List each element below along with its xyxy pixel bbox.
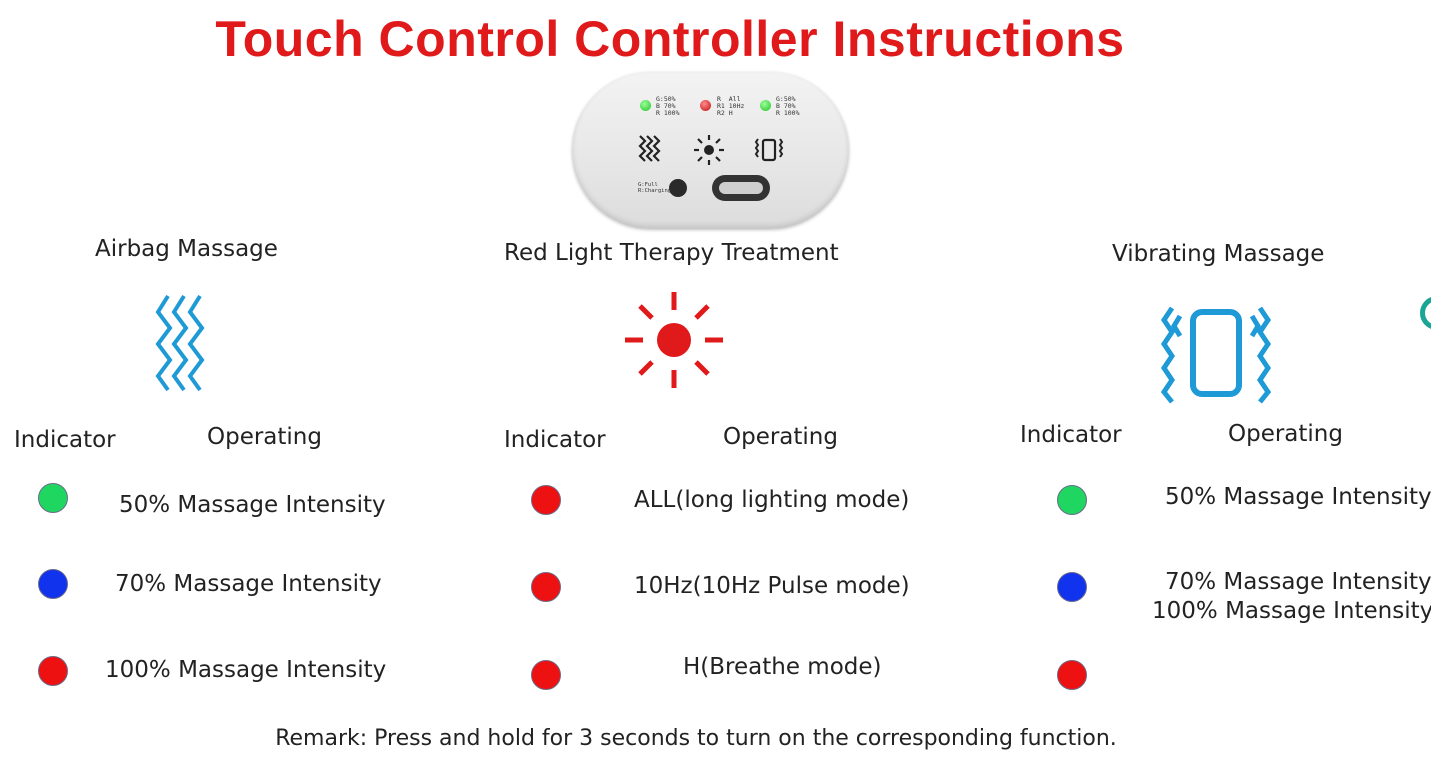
section-title-red-light: Red Light Therapy Treatment <box>504 240 839 266</box>
indicator-dot-red <box>531 572 561 602</box>
red-light-row-3: H(Breathe mode) <box>683 654 882 680</box>
vibrating-phone-icon <box>1160 306 1272 404</box>
sun-icon[interactable] <box>693 134 725 166</box>
indicator-header-airbag: Indicator <box>14 427 116 453</box>
partial-circle-icon <box>1420 296 1431 330</box>
operating-header-vibrating: Operating <box>1228 421 1343 447</box>
airbag-row-3: 100% Massage Intensity <box>105 657 387 683</box>
controller-label-middle: R All R1 10Hz R2 H <box>717 95 745 117</box>
controller-power-button[interactable] <box>669 179 687 197</box>
airbag-row-1: 50% Massage Intensity <box>119 492 386 518</box>
controller-led-right <box>760 100 771 111</box>
section-title-airbag: Airbag Massage <box>95 236 278 262</box>
vibrating-row-1: 50% Massage Intensity <box>1165 484 1431 510</box>
controller-label-right: G:50% B 70% R 100% <box>776 95 800 117</box>
vibration-icon[interactable] <box>754 135 784 165</box>
red-sun-icon <box>625 292 723 388</box>
vibrating-row-3: 100% Massage Intensity <box>1152 598 1431 624</box>
indicator-dot-red <box>1057 660 1087 690</box>
vibrating-row-2: 70% Massage Intensity <box>1165 569 1431 595</box>
heat-wave-icon[interactable] <box>636 134 664 164</box>
red-light-row-2: 10Hz(10Hz Pulse mode) <box>634 573 910 599</box>
page-title: Touch Control Controller Instructions <box>215 11 1125 67</box>
airbag-wave-icon <box>155 294 205 392</box>
indicator-dot-green <box>1057 485 1087 515</box>
indicator-dot-blue <box>1057 572 1087 602</box>
indicator-dot-red <box>531 660 561 690</box>
airbag-row-2: 70% Massage Intensity <box>115 571 382 597</box>
controller-device: G:50% B 70% R 100% R All R1 10Hz R2 H G:… <box>572 72 849 229</box>
remark-text: Remark: Press and hold for 3 seconds to … <box>275 726 1117 751</box>
indicator-dot-blue <box>38 569 68 599</box>
operating-header-airbag: Operating <box>207 424 322 450</box>
controller-led-middle <box>700 100 711 111</box>
red-light-row-1: ALL(long lighting mode) <box>634 487 910 513</box>
controller-led-left <box>640 100 651 111</box>
usb-c-port <box>712 175 770 201</box>
controller-label-left: G:50% B 70% R 100% <box>656 95 680 117</box>
operating-header-red-light: Operating <box>723 424 838 450</box>
section-title-vibrating: Vibrating Massage <box>1112 241 1325 267</box>
indicator-dot-green <box>38 483 68 513</box>
indicator-header-vibrating: Indicator <box>1020 422 1122 448</box>
indicator-header-red-light: Indicator <box>504 427 606 453</box>
controller-charge-label: G:Full R:Charging <box>638 182 672 194</box>
indicator-dot-red <box>531 485 561 515</box>
indicator-dot-red <box>38 656 68 686</box>
